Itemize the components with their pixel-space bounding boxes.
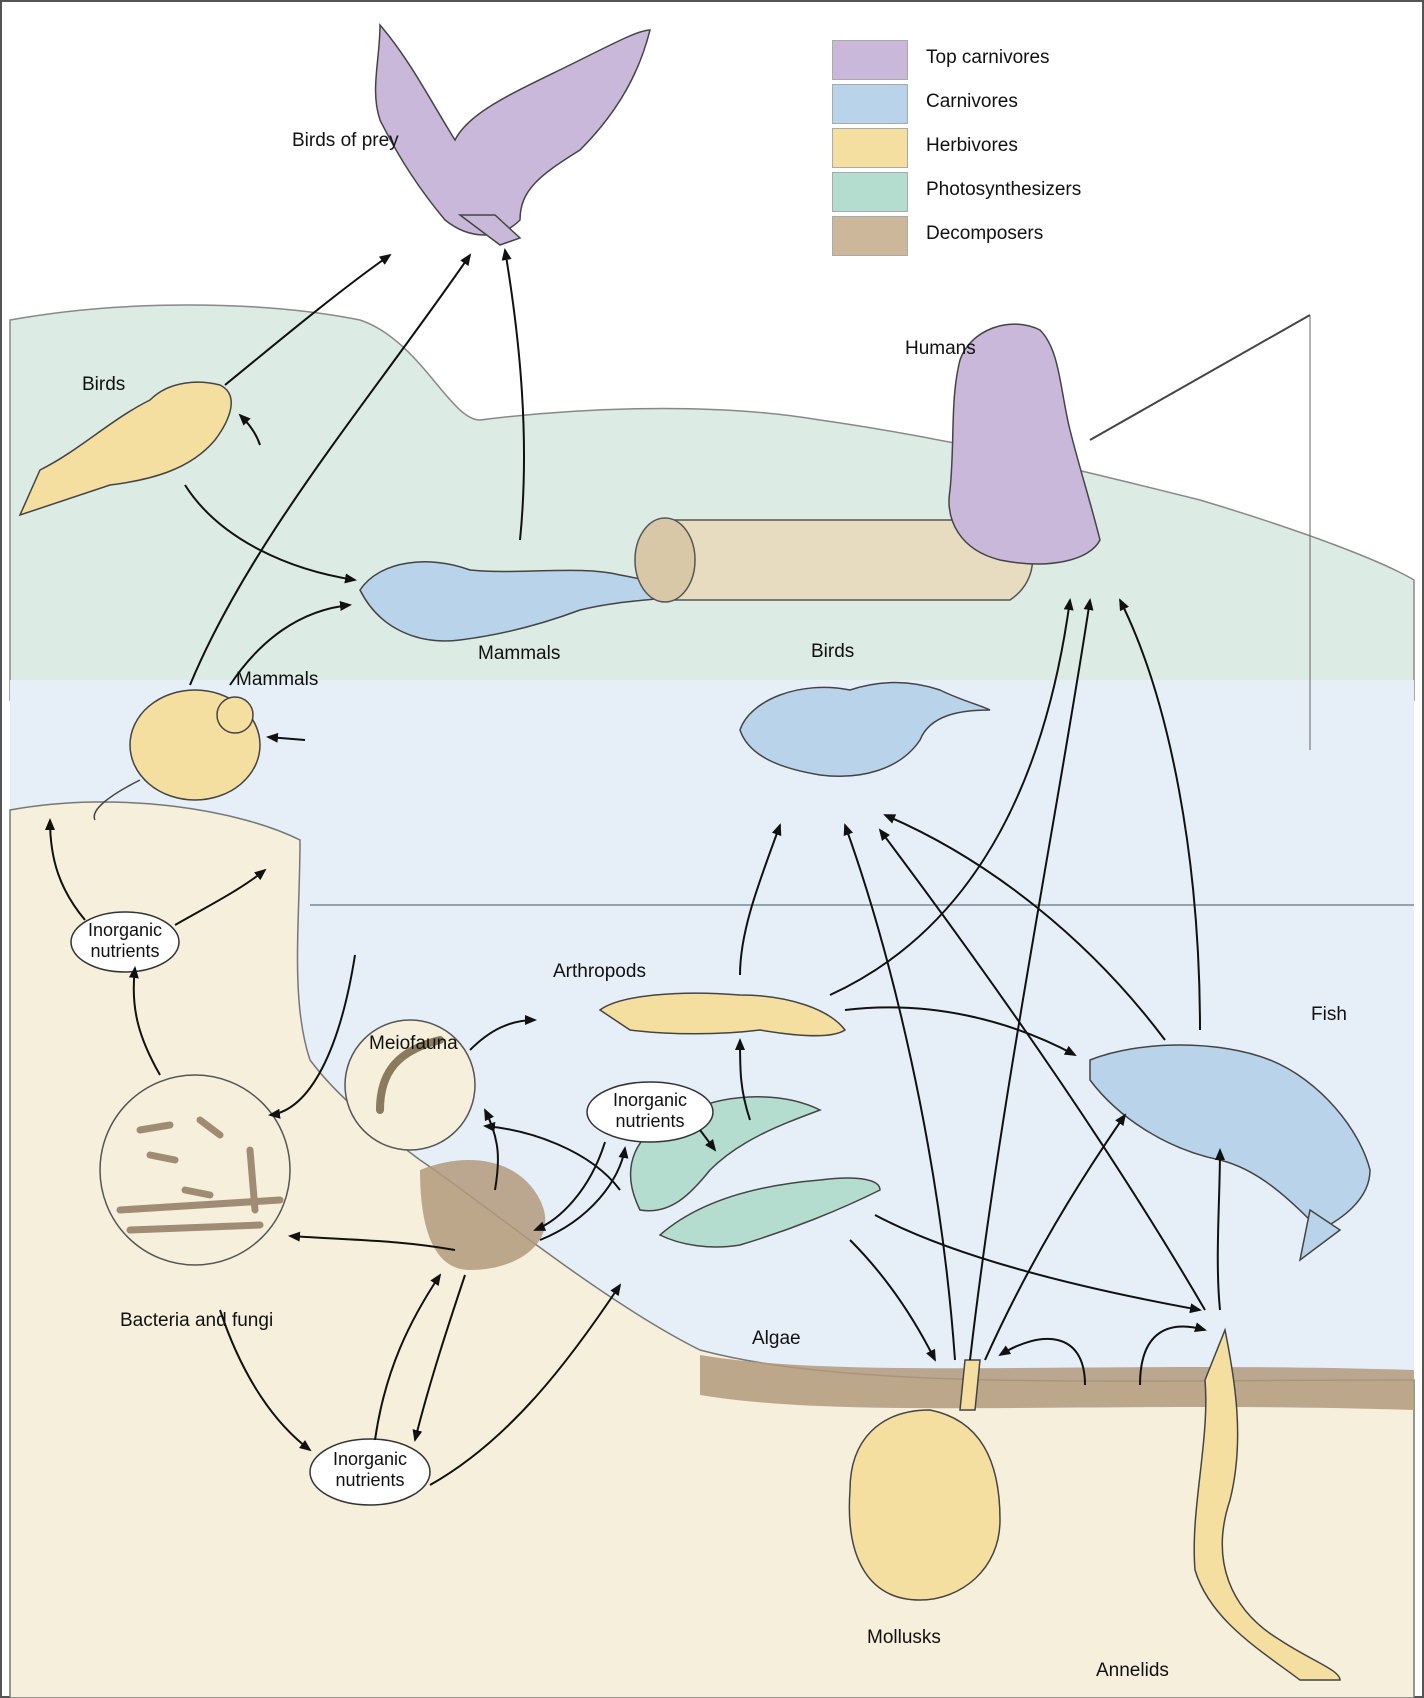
label-fish: Fish bbox=[1311, 1004, 1347, 1026]
legend-swatch-decomposers bbox=[832, 216, 908, 256]
label-birds-carnivore: Birds bbox=[811, 641, 854, 663]
label-mammals-herbivore: Mammals bbox=[236, 669, 318, 691]
legend-swatch-photosynthesizers bbox=[832, 172, 908, 212]
legend-swatch-top-carnivores bbox=[832, 40, 908, 80]
bacteria-fungi-circle bbox=[100, 1075, 290, 1265]
legend-label-carnivores: Carnivores bbox=[926, 91, 1018, 113]
label-inorganic-nutrients-left: Inorganic nutrients bbox=[81, 920, 169, 961]
label-mammals-carnivore: Mammals bbox=[478, 643, 560, 665]
legend-swatch-carnivores bbox=[832, 84, 908, 124]
legend-label-photosynthesizers: Photosynthesizers bbox=[926, 179, 1081, 201]
label-algae: Algae bbox=[752, 1328, 801, 1350]
label-birds-of-prey: Birds of prey bbox=[292, 130, 399, 152]
legend-label-herbivores: Herbivores bbox=[926, 135, 1018, 157]
legend-swatch-herbivores bbox=[832, 128, 908, 168]
label-inorganic-nutrients-bottom: Inorganic nutrients bbox=[318, 1449, 422, 1490]
label-meiofauna: Meiofauna bbox=[369, 1033, 458, 1055]
label-birds-herbivore: Birds bbox=[82, 374, 125, 396]
legend-label-top-carnivores: Top carnivores bbox=[926, 47, 1050, 69]
label-inorganic-nutrients-middle: Inorganic nutrients bbox=[597, 1090, 703, 1131]
label-annelids: Annelids bbox=[1096, 1660, 1169, 1682]
label-bacteria-and-fungi: Bacteria and fungi bbox=[120, 1310, 273, 1332]
label-arthropods: Arthropods bbox=[553, 961, 646, 983]
label-humans: Humans bbox=[905, 338, 976, 360]
legend-label-decomposers: Decomposers bbox=[926, 223, 1043, 245]
label-mollusks: Mollusks bbox=[867, 1627, 941, 1649]
